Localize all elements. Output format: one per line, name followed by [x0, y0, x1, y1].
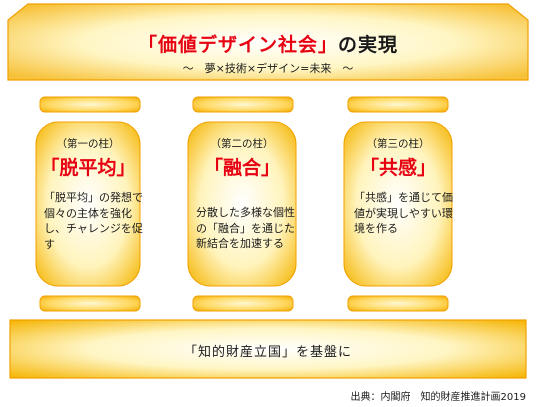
pillar-2-label: （第二の柱）: [210, 138, 274, 150]
pillar-2-name: 「融合」: [203, 157, 280, 179]
roof-title-rest: の実現: [338, 34, 399, 56]
pillar-3-description: 「共感」を通じて価値が実現しやすい環境を作る: [354, 191, 453, 235]
roof-shape: [7, 3, 529, 81]
pillar-3-label: （第三の柱）: [366, 138, 430, 150]
pillar-2-shape: [187, 96, 297, 312]
source-credit: 出典：内閣府 知的財産推進計画2019: [350, 392, 526, 403]
base-shape: [9, 319, 527, 379]
pillar-1-shape: [35, 96, 141, 312]
roof-title: 「価値デザイン社会」の実現: [0, 30, 536, 57]
pillar-2-description: 分散した多様な個性の「融合」を通じた新結合を加速する: [196, 206, 295, 250]
base-text: 「知的財産立国」を基盤に: [183, 345, 352, 360]
pillar-1-name: 「脱平均」: [40, 157, 136, 179]
roof-title-highlight: 「価値デザイン社会」: [137, 34, 338, 56]
pillar-1-description: 「脱平均」の発想で個々の主体を強化し、チャレンジを促す: [44, 191, 143, 251]
pillar-3-shape: [343, 96, 453, 312]
pillar-3-name: 「共感」: [359, 157, 436, 179]
pillar-1-label: （第一の柱）: [56, 138, 120, 150]
roof-subtitle: ～ 夢×技術×デザイン=未来 ～: [182, 62, 354, 75]
